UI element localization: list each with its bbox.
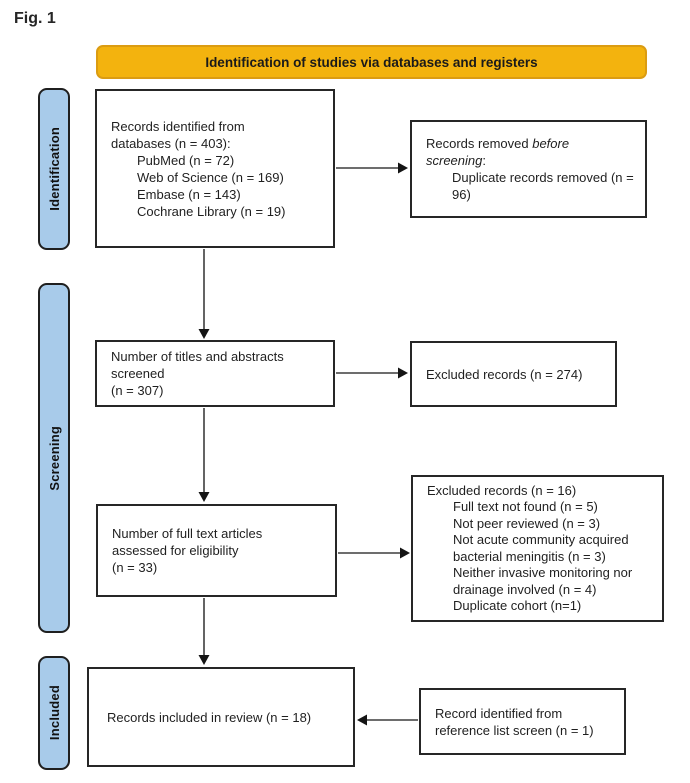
records-removed-italic: before screening [426,136,570,168]
excluded-fulltext-title: Excluded records (n = 16) [427,482,577,498]
reference-list-line2: reference list screen (n = 1) [435,722,594,738]
fulltext-assessed-line2: assessed for eligibility [112,543,239,558]
records-identified-line2: databases (n = 403): [111,135,231,151]
arrow-fulltext-to-excluded [338,547,410,559]
stage-included: Included [38,656,70,770]
records-identified-pubmed: PubMed (n = 72) [137,152,235,168]
stage-included-label: Included [46,685,62,741]
records-identified-web-of-science: Web of Science (n = 169) [137,169,284,185]
excluded-fulltext-not-found: Full text not found (n = 5) [453,499,598,514]
arrow-screened-to-fulltext [198,408,210,502]
titles-screened-line3: (n = 307) [111,383,164,398]
arrow-reference-to-included [357,714,418,726]
box-included-review: Records included in review (n = 18) [87,667,355,767]
box-reference-list: Record identified from reference list sc… [419,688,626,755]
records-identified-cochrane: Cochrane Library (n = 19) [137,203,286,219]
stage-screening: Screening [38,283,70,633]
excluded-fulltext-not-acute: Not acute community acquired bacterial m… [453,532,629,564]
records-removed-duplicates: Duplicate records removed (n = 96) [452,170,634,202]
excluded-fulltext-neither-invasive: Neither invasive monitoring nor drainage… [453,565,633,597]
reference-list-line1: Record identified from [435,705,563,721]
box-records-identified: Records identified from databases (n = 4… [95,89,335,248]
stage-identification: Identification [38,88,70,250]
records-removed-heading: Records removed before screening: [426,136,570,168]
box-fulltext-assessed: Number of full text articles assessed fo… [96,504,337,597]
excluded-fulltext-duplicate-cohort: Duplicate cohort (n=1) [453,598,582,613]
figure-label: Fig. 1 [14,10,56,27]
stage-identification-label: Identification [46,127,62,211]
arrow-identified-to-screened [198,249,210,339]
box-excluded-records: Excluded records (n = 274) [410,341,617,407]
stage-screening-label: Screening [46,425,62,491]
excluded-records-text: Excluded records (n = 274) [426,366,583,382]
records-identified-line1: Records identified from [111,118,245,134]
box-titles-screened: Number of titles and abstracts screened … [95,340,335,407]
arrow-screened-to-excluded [336,367,408,379]
box-excluded-fulltext: Excluded records (n = 16) Full text not … [411,475,664,622]
included-review-text: Records included in review (n = 18) [107,709,312,725]
box-records-removed: Records removed before screening: Duplic… [410,120,647,218]
fulltext-assessed-line1: Number of full text articles [112,526,263,541]
fulltext-assessed-line3: (n = 33) [112,560,158,575]
records-identified-embase: Embase (n = 143) [137,186,241,202]
banner-identification-via-databases: Identification of studies via databases … [96,45,647,79]
arrow-fulltext-to-included [198,598,210,665]
titles-screened-line1: Number of titles and abstracts [111,349,284,364]
titles-screened-line2: screened [111,366,165,381]
arrow-identified-to-removed [336,162,408,174]
banner-title: Identification of studies via databases … [205,54,538,70]
excluded-fulltext-not-peer-reviewed: Not peer reviewed (n = 3) [453,515,601,531]
